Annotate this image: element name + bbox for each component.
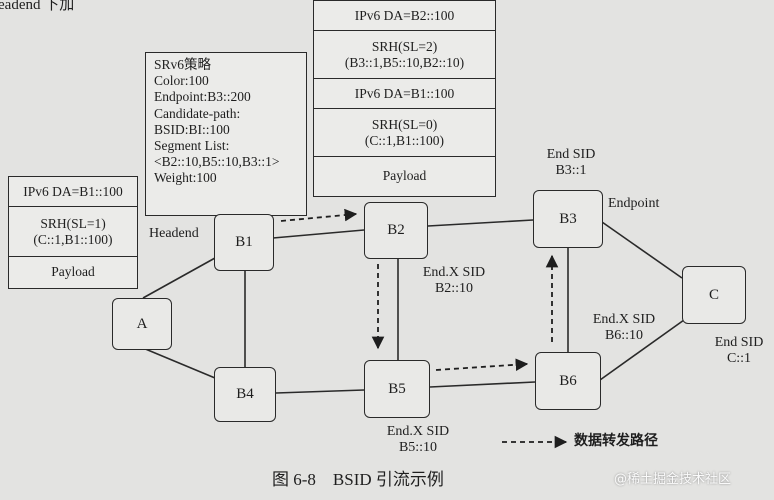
policy-title: SRv6策略	[154, 57, 212, 72]
headend-label: Headend	[149, 226, 199, 241]
endpoint-label: Endpoint	[608, 196, 660, 211]
srh-header: SRH(SL=1)(C::1,B1::100)	[9, 207, 137, 257]
figure-caption: 图 6-8 BSID 引流示例	[272, 470, 444, 489]
link-b6-c	[599, 319, 685, 381]
packet-stack-b1: IPv6 DA=B2::100 SRH(SL=2)(B3::1,B5::10,B…	[313, 0, 496, 197]
node-b2: B2	[364, 202, 428, 259]
payload: Payload	[382, 168, 427, 183]
policy-weight: Weight:100	[154, 170, 217, 186]
srv6-policy-box: SRv6策略 Color:100 Endpoint:B3::200 Candid…	[145, 52, 307, 216]
c-sid-label: End SID C::1	[714, 335, 764, 366]
link-b1-b2	[272, 229, 365, 239]
link-b5-b6	[429, 381, 536, 388]
cropped-text-fragment: eadend 下加	[0, 0, 75, 13]
b5-sid-label: End.X SID B5::10	[386, 424, 450, 455]
link-b2-b3	[427, 219, 534, 227]
node-a: A	[112, 298, 172, 350]
srh-header: SRH(SL=2)(B3::1,B5::10,B2::10)	[314, 31, 495, 79]
node-b3: B3	[533, 190, 603, 248]
forward-path-arrow-b1-b2	[280, 208, 358, 222]
policy-color: Color:100	[154, 73, 209, 89]
srh-header: SRH(SL=0)(C::1,B1::100)	[314, 109, 495, 157]
legend-label: 数据转发路径	[574, 433, 658, 449]
policy-candidate-path: Candidate-path:	[154, 105, 241, 121]
link-b3-c	[601, 221, 683, 279]
packet-header: IPv6 DA=B1::100	[9, 177, 137, 207]
packet-stack-headend: IPv6 DA=B1::100 SRH(SL=1)(C::1,B1::100) …	[8, 176, 138, 289]
watermark: @稀土掘金技术社区	[614, 472, 732, 487]
link-a-b1	[142, 257, 216, 299]
link-a-b4	[142, 347, 216, 379]
node-b1: B1	[214, 214, 274, 271]
node-b6: B6	[535, 352, 601, 410]
payload: Payload	[51, 264, 95, 279]
policy-bsid: BSID:BI::100	[154, 121, 230, 137]
b2-sid-label: End.X SID B2::10	[422, 265, 486, 296]
link-b4-b5	[275, 389, 365, 394]
packet-header: IPv6 DA=B1::100	[314, 79, 495, 109]
policy-segment-list-label: Segment List:	[154, 138, 230, 154]
node-b5: B5	[364, 360, 430, 418]
node-b4: B4	[214, 367, 276, 422]
policy-segment-list: <B2::10,B5::10,B3::1>	[154, 154, 280, 170]
b6-sid-label: End.X SID B6::10	[592, 312, 656, 343]
forward-path-arrow-b5-b6	[435, 358, 529, 372]
node-c: C	[682, 266, 746, 324]
packet-header: IPv6 DA=B2::100	[314, 1, 495, 31]
policy-endpoint: Endpoint:B3::200	[154, 89, 251, 105]
b3-sid-label: End SID B3::1	[546, 147, 596, 178]
